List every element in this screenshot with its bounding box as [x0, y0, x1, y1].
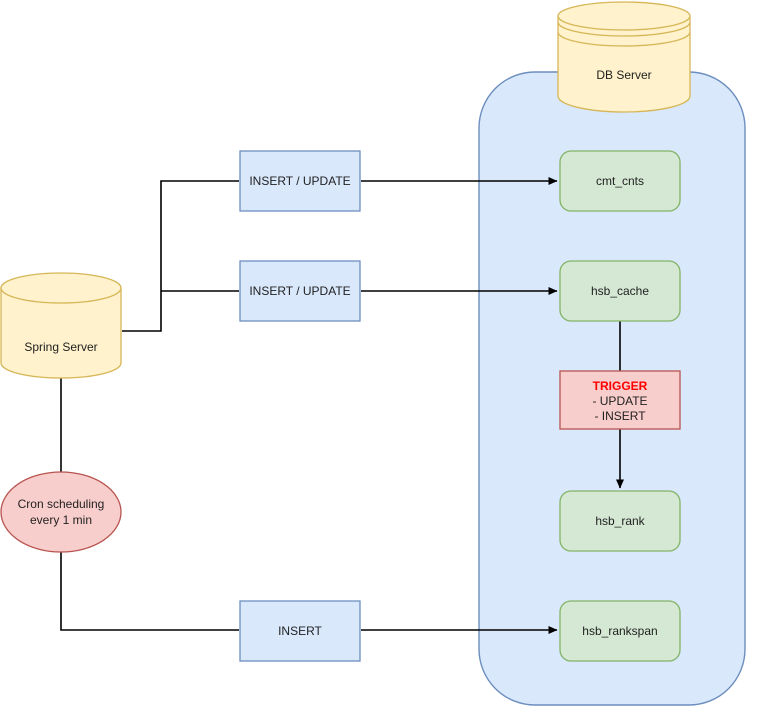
node-cmt-cnts[interactable]: cmt_cnts — [559, 150, 681, 212]
op-insert-update-top-rect — [239, 150, 361, 212]
cron-ellipse — [0, 471, 122, 553]
node-op-insert-bottom[interactable]: INSERT — [239, 600, 361, 662]
op-insert-update-mid-rect — [239, 260, 361, 322]
spring-server-body — [0, 287, 122, 379]
node-op-insert-update-mid[interactable]: INSERT / UPDATE — [239, 260, 361, 322]
op-insert-bottom-label: INSERT — [278, 624, 322, 638]
db-server-label: DB Server — [596, 68, 651, 82]
spring-server-top — [0, 272, 122, 304]
trigger-line-insert: - INSERT — [594, 409, 646, 423]
op-insert-update-mid-label: INSERT / UPDATE — [249, 284, 350, 298]
node-cron-scheduling[interactable]: Cron scheduling every 1 min — [0, 471, 122, 553]
node-hsb-cache[interactable]: hsb_cache — [559, 260, 681, 322]
db-server-body — [557, 15, 691, 113]
node-hsb-rankspan[interactable]: hsb_rankspan — [559, 600, 681, 662]
edge-spring-to-ops — [122, 180, 239, 332]
spring-server-label: Spring Server — [24, 340, 97, 354]
node-hsb-rank[interactable]: hsb_rank — [559, 490, 681, 552]
cron-label-line1: Cron scheduling — [18, 497, 105, 511]
db-server-ring-2 — [557, 21, 691, 37]
db-server-ring-3 — [557, 31, 691, 47]
hsb-cache-label: hsb_cache — [591, 284, 649, 298]
cron-label-line2: every 1 min — [30, 513, 92, 527]
node-op-insert-update-top[interactable]: INSERT / UPDATE — [239, 150, 361, 212]
node-spring-server[interactable]: Spring Server — [0, 272, 122, 379]
hsb-rank-rect — [559, 490, 681, 552]
hsb-cache-rect — [559, 260, 681, 322]
op-insert-update-top-label: INSERT / UPDATE — [249, 174, 350, 188]
db-server-ring-1 — [557, 1, 691, 31]
cmt-cnts-rect — [559, 150, 681, 212]
trigger-rect — [559, 370, 681, 430]
cmt-cnts-label: cmt_cnts — [596, 174, 644, 188]
op-insert-bottom-rect — [239, 600, 361, 662]
hsb-rankspan-rect — [559, 600, 681, 662]
edge-cron-to-op-insert — [60, 552, 239, 631]
node-db-server[interactable]: DB Server — [557, 1, 691, 113]
hsb-rank-label: hsb_rank — [595, 514, 645, 528]
node-trigger[interactable]: TRIGGER - UPDATE - INSERT — [559, 370, 681, 430]
trigger-title: TRIGGER — [593, 379, 648, 393]
hsb-rankspan-label: hsb_rankspan — [582, 624, 657, 638]
trigger-line-update: - UPDATE — [592, 394, 647, 408]
